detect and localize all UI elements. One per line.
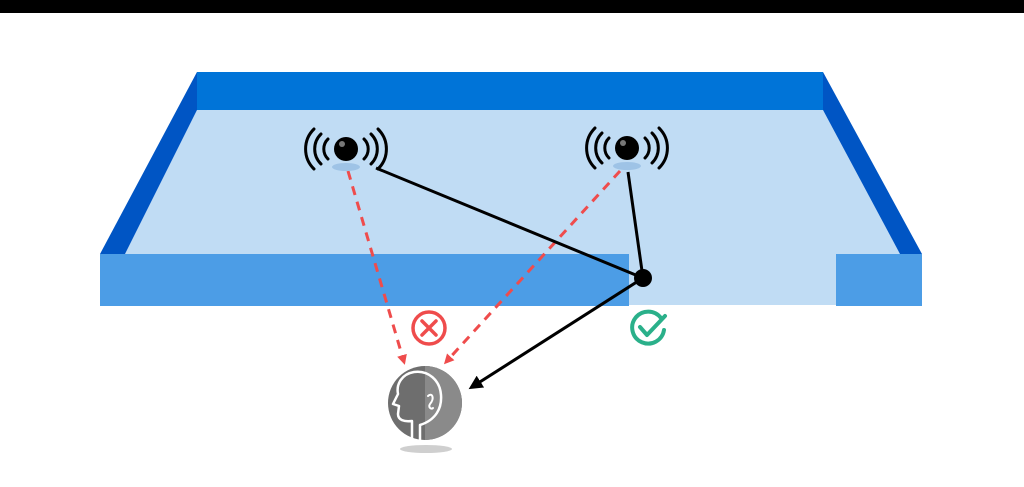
diffraction-point (634, 269, 652, 287)
front-wall-right (836, 254, 922, 306)
room (100, 72, 922, 306)
right-speaker-to-opening-path (626, 171, 645, 279)
top-bar (0, 0, 1024, 13)
left-speaker-to-opening-path (375, 166, 644, 280)
back-wall (197, 72, 823, 110)
opening-to-listener-path (468, 276, 644, 390)
human-head-icon (388, 366, 462, 442)
diffracted-paths (375, 166, 652, 390)
right-wall (823, 72, 922, 254)
listener-shadow (400, 445, 452, 453)
speaker-left-icon (304, 127, 388, 171)
blocked-paths (346, 169, 622, 365)
blocked-path-left (346, 170, 407, 365)
speaker-right-icon (585, 126, 669, 170)
cross-circle-icon (411, 310, 447, 346)
blocked-path-right (443, 169, 622, 365)
listener (388, 366, 462, 453)
front-wall-left (100, 254, 629, 306)
check-circle-icon (630, 309, 667, 346)
left-wall (100, 72, 197, 254)
